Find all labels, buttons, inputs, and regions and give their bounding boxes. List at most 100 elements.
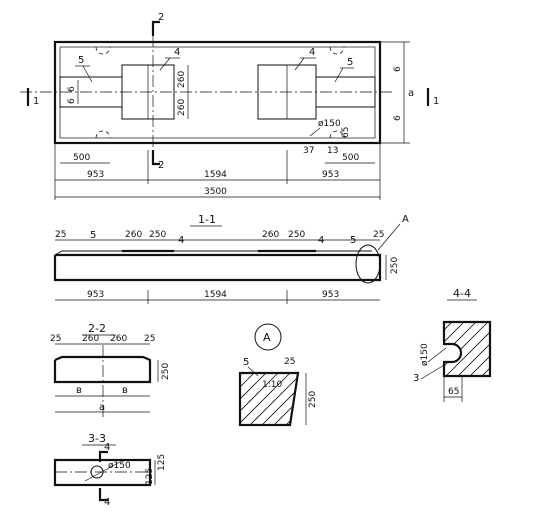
section-3-3-body — [53, 458, 152, 487]
section-2-2: 2-2 25 260 260 25 250 в в a — [50, 322, 171, 418]
section-4-4-hatch — [444, 322, 490, 376]
section-3-3-hole — [90, 465, 104, 479]
section-2-2-dim-260-left: 260 — [82, 334, 99, 344]
section-mark-1-left-label: 1 — [33, 96, 39, 107]
detail-a: A 5 25 1:10 250 — [238, 323, 318, 427]
dim-500-right: 500 — [342, 153, 359, 163]
section-2-2-dim-250: 250 — [161, 363, 171, 380]
section-1-1-dim-260-right: 260 — [262, 230, 279, 240]
section-2-2-dim-25-right: 25 — [144, 334, 155, 344]
plan-outline — [53, 40, 382, 145]
section-2-2-dim-a: a — [99, 402, 105, 413]
callout-5-right-pointer — [334, 67, 344, 83]
section-2-2-title: 2-2 — [88, 322, 106, 335]
section-1-1-dim-953-right: 953 — [322, 290, 339, 300]
dim-plan-oval: ø150 — [318, 119, 341, 129]
section-4-4-dim-65: 65 — [448, 387, 459, 397]
lifting-loop-top-left — [95, 46, 111, 55]
detail-a-outline — [238, 371, 300, 427]
detail-a-hatch — [240, 373, 298, 425]
section-mark-1-right-label: 1 — [433, 96, 439, 107]
section-1-1-callout-a-leader — [377, 223, 401, 251]
dim-a: a — [408, 88, 414, 99]
section-2-2-dim-260-right: 260 — [110, 334, 127, 344]
detail-a-circle — [355, 244, 381, 284]
section-1-1-dim-250-right: 250 — [288, 230, 305, 240]
section-3-3-hole-leader — [84, 461, 121, 482]
dim-260-upper: 260 — [177, 71, 187, 88]
detail-a-callout-5: 5 — [243, 357, 249, 368]
section-1-1-title: 1-1 — [198, 213, 216, 226]
section-3-3-dim-125-upper: 125 — [157, 454, 167, 471]
dim-plan-13: 13 — [327, 146, 338, 156]
detail-a-slope: 1:10 — [262, 380, 282, 390]
lifting-loop-bottom-left — [95, 130, 111, 139]
section-3-3-title: 3-3 — [88, 432, 106, 445]
lifting-loop-bottom-right — [329, 130, 345, 139]
detail-a-callout-leader — [247, 366, 259, 377]
dim-1594: 1594 — [204, 170, 227, 180]
section-4-4-outline — [442, 320, 492, 378]
section-1-1-callout-4-left: 4 — [178, 235, 184, 246]
section-mark-2-top — [151, 20, 160, 36]
section-mark-2-bottom-label: 2 — [158, 160, 164, 171]
detail-a-title-circle — [254, 323, 282, 351]
section-1-1-dim-1594: 1594 — [204, 290, 227, 300]
section-1-1-callout-a: A — [402, 214, 409, 225]
section-4-4-dim-oval-leader — [427, 347, 447, 363]
callout-5-right: 5 — [347, 57, 353, 68]
section-3-3-mark-top — [98, 450, 108, 462]
lifting-loop-top-right — [329, 46, 345, 55]
section-3-3: 3-3 4 ø150 125 125 4 — [53, 432, 167, 508]
callout-5-left: 5 — [78, 55, 84, 66]
section-1-1: 1-1 25 5 260 250 4 260 250 4 5 25 A 250 … — [53, 213, 409, 304]
section-2-2-dim-b-left: в — [76, 385, 82, 396]
detail-a-title: A — [263, 331, 271, 344]
section-4-4: 4-4 ø150 3 65 — [413, 287, 492, 402]
section-3-3-dim-oval: ø150 — [108, 461, 131, 471]
section-1-1-dim-250-height: 250 — [390, 257, 400, 274]
dim-6-lower: 6 — [393, 115, 403, 121]
section-3-3-mark-bottom-label: 4 — [104, 497, 110, 508]
section-1-1-dim-25-right: 25 — [373, 230, 384, 240]
dim-plan-37: 37 — [303, 146, 314, 156]
dim-3500: 3500 — [204, 187, 227, 197]
section-1-1-callout-5-left: 5 — [90, 230, 96, 241]
callout-5-left-pointer — [82, 65, 93, 83]
dim-6a-left-b: 6 — [67, 98, 77, 104]
callout-4-left: 4 — [174, 47, 180, 58]
section-1-1-body — [53, 253, 382, 282]
section-2-2-body — [53, 355, 152, 384]
section-4-4-dim-oval: ø150 — [420, 343, 430, 366]
section-1-1-dim-25-left: 25 — [55, 230, 66, 240]
dim-953-right: 953 — [322, 170, 339, 180]
section-1-1-callout-5-right: 5 — [350, 235, 356, 246]
section-2-2-dim-b-right: в — [122, 385, 128, 396]
section-4-4-callout-3: 3 — [413, 373, 419, 384]
dim-plan-65: 65 — [341, 127, 351, 138]
detail-a-dim-250: 250 — [308, 391, 318, 408]
plan-view: 1 1 2 2 5 4 4 5 260 260 6 6 6 6 a — [20, 12, 439, 200]
section-3-3-dim-125-lower: 125 — [145, 468, 155, 485]
section-4-4-callout-leader — [420, 363, 447, 380]
dim-500-left: 500 — [73, 153, 90, 163]
section-mark-2-top-label: 2 — [158, 12, 164, 23]
callout-4-left-pointer — [159, 57, 171, 71]
section-1-1-callout-4-right: 4 — [318, 235, 324, 246]
section-4-4-title: 4-4 — [453, 287, 471, 300]
section-1-1-dim-953-left: 953 — [87, 290, 104, 300]
section-1-1-dim-260-left: 260 — [125, 230, 142, 240]
dim-plan-oval-leader — [309, 127, 321, 137]
dim-6a-left-a: 6 — [67, 86, 77, 92]
section-1-1-left-chamfer — [54, 250, 63, 256]
section-3-3-mark-top-label: 4 — [104, 442, 110, 453]
dim-6-upper: 6 — [393, 66, 403, 72]
detail-a-dim-25: 25 — [284, 357, 295, 367]
callout-4-right-pointer — [294, 57, 305, 71]
section-mark-2-bottom — [151, 150, 160, 166]
callout-4-right: 4 — [309, 47, 315, 58]
section-1-1-dim-250-left: 250 — [149, 230, 166, 240]
section-3-3-mark-bottom — [98, 488, 108, 502]
dim-260-lower: 260 — [177, 99, 187, 116]
